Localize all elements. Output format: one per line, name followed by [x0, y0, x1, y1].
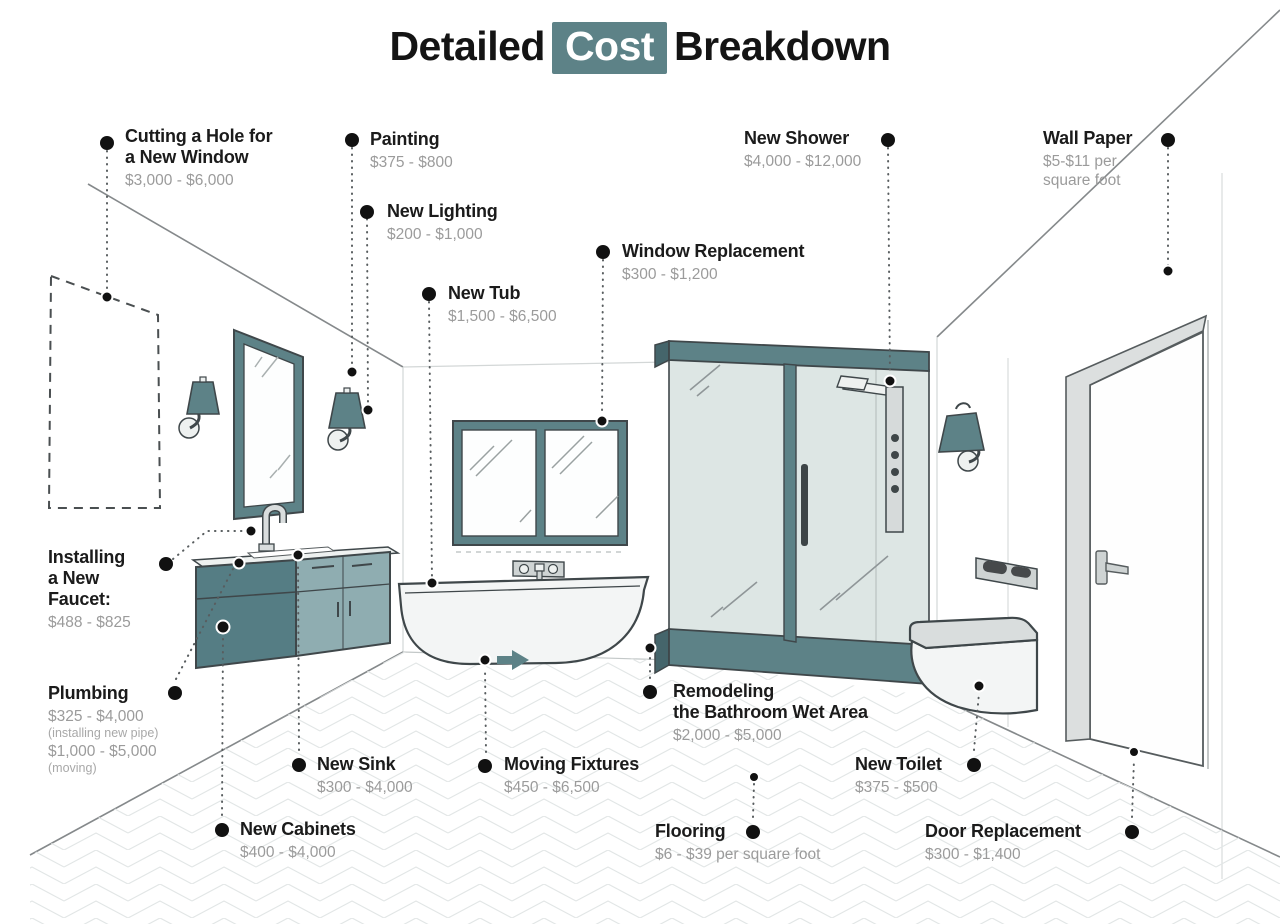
sconce-left-icon — [178, 376, 220, 439]
window — [452, 420, 628, 553]
item-name: Wall Paper — [1043, 128, 1133, 148]
label-cutting-hole: Cutting a Hole for a New Window $3,000 -… — [125, 126, 273, 190]
label-new-toilet: New Toilet $375 - $500 — [855, 754, 942, 797]
item-price: $450 - $6,500 — [504, 779, 600, 796]
label-remodeling-wet-area: Remodeling the Bathroom Wet Area $2,000 … — [673, 681, 868, 745]
bullet-plumbing — [168, 686, 182, 700]
item-price: $1,500 - $6,500 — [448, 308, 557, 325]
item-name: Plumbing — [48, 683, 129, 703]
item-name: Remodeling the Bathroom Wet Area — [673, 681, 868, 722]
flush-plate-icon — [975, 557, 1038, 590]
item-price: $4,000 - $12,000 — [744, 153, 862, 170]
item-name: Door Replacement — [925, 821, 1081, 841]
label-plumbing: Plumbing $325 - $4,000 (installing new p… — [48, 683, 158, 776]
item-price: $5-$11 per square foot — [1043, 153, 1121, 189]
item-name: New Cabinets — [240, 819, 356, 839]
bullet-installing-faucet — [159, 557, 173, 571]
bathtub — [397, 575, 650, 666]
bullet-wall-paper — [1161, 133, 1175, 147]
mirror — [233, 328, 304, 521]
item-name: New Lighting — [387, 201, 498, 221]
label-installing-faucet: Installing a New Faucet: $488 - $825 — [48, 547, 131, 632]
bullet-flooring — [746, 825, 760, 839]
bullet-new-cabinets — [215, 823, 229, 837]
bullet-moving-fixtures — [478, 759, 492, 773]
item-name: Installing a New Faucet: — [48, 547, 126, 609]
tub-faucet-fixture — [512, 560, 565, 581]
bullet-new-toilet — [967, 758, 981, 772]
label-new-cabinets: New Cabinets $400 - $4,000 — [240, 819, 356, 862]
bullet-window-replacement — [596, 245, 610, 259]
door-handle-icon — [1095, 550, 1129, 585]
bullet-painting — [345, 133, 359, 147]
item-price: $400 - $4,000 — [240, 844, 336, 861]
label-door-replacement: Door Replacement $300 - $1,400 — [925, 821, 1081, 864]
item-price: $488 - $825 — [48, 614, 131, 631]
label-new-shower: New Shower $4,000 - $12,000 — [744, 128, 861, 171]
bullet-door-replacement — [1125, 825, 1139, 839]
item-note-2: (moving) — [48, 761, 97, 775]
door — [1065, 314, 1209, 769]
item-price: $300 - $1,200 — [622, 266, 718, 283]
sink-faucet-icon — [258, 503, 287, 552]
window-cutout-dashed — [47, 274, 162, 509]
item-name: Painting — [370, 129, 440, 149]
item-name: New Tub — [448, 283, 521, 303]
room-walls — [29, 9, 1280, 879]
floor — [30, 652, 1280, 924]
bullet-remodeling-wet-area — [643, 685, 657, 699]
item-name: New Sink — [317, 754, 396, 774]
item-price: $375 - $500 — [855, 779, 938, 796]
bullet-new-shower — [881, 133, 895, 147]
shower-panel-icon — [836, 375, 904, 533]
item-price: $6 - $39 per square foot — [655, 846, 821, 863]
item-price: $200 - $1,000 — [387, 226, 483, 243]
item-price: $2,000 - $5,000 — [673, 727, 782, 744]
item-name: New Shower — [744, 128, 850, 148]
bullet-new-lighting — [360, 205, 374, 219]
item-name: Window Replacement — [622, 241, 805, 261]
title-suffix: Breakdown — [674, 23, 891, 69]
item-price: $300 - $4,000 — [317, 779, 413, 796]
item-price: $3,000 - $6,000 — [125, 172, 234, 189]
label-window-replacement: Window Replacement $300 - $1,200 — [622, 241, 804, 284]
item-name: New Toilet — [855, 754, 942, 774]
item-note: (installing new pipe) — [48, 726, 159, 740]
label-painting: Painting $375 - $800 — [370, 129, 453, 172]
label-flooring: Flooring $6 - $39 per square foot — [655, 821, 820, 864]
item-price: $375 - $800 — [370, 154, 453, 171]
label-new-lighting: New Lighting $200 - $1,000 — [387, 201, 498, 244]
bullet-new-sink — [292, 758, 306, 772]
item-name: Cutting a Hole for a New Window — [125, 126, 273, 167]
item-price-2: $1,000 - $5,000 — [48, 743, 157, 760]
item-price: $325 - $4,000 — [48, 708, 144, 725]
sconce-right-icon — [327, 387, 366, 451]
label-moving-fixtures: Moving Fixtures $450 - $6,500 — [504, 754, 639, 797]
toilet — [908, 616, 1039, 715]
leader-lines — [106, 147, 1169, 818]
shower-enclosure — [654, 340, 930, 685]
vanity-cabinet — [190, 546, 401, 670]
item-price: $300 - $1,400 — [925, 846, 1021, 863]
title-highlight: Cost — [551, 22, 668, 74]
title-prefix: Detailed — [389, 23, 545, 69]
move-arrow-icon — [497, 650, 529, 670]
item-name: Moving Fixtures — [504, 754, 640, 774]
label-new-sink: New Sink $300 - $4,000 — [317, 754, 413, 797]
anchor-dots — [100, 264, 1175, 783]
bullet-cutting-hole — [100, 136, 114, 150]
label-wall-paper: Wall Paper $5-$11 per square foot — [1043, 128, 1133, 190]
item-name: Flooring — [655, 821, 726, 841]
sconce-right-wall-icon — [937, 402, 985, 472]
label-new-tub: New Tub $1,500 - $6,500 — [448, 283, 557, 326]
bullet-new-tub — [422, 287, 436, 301]
